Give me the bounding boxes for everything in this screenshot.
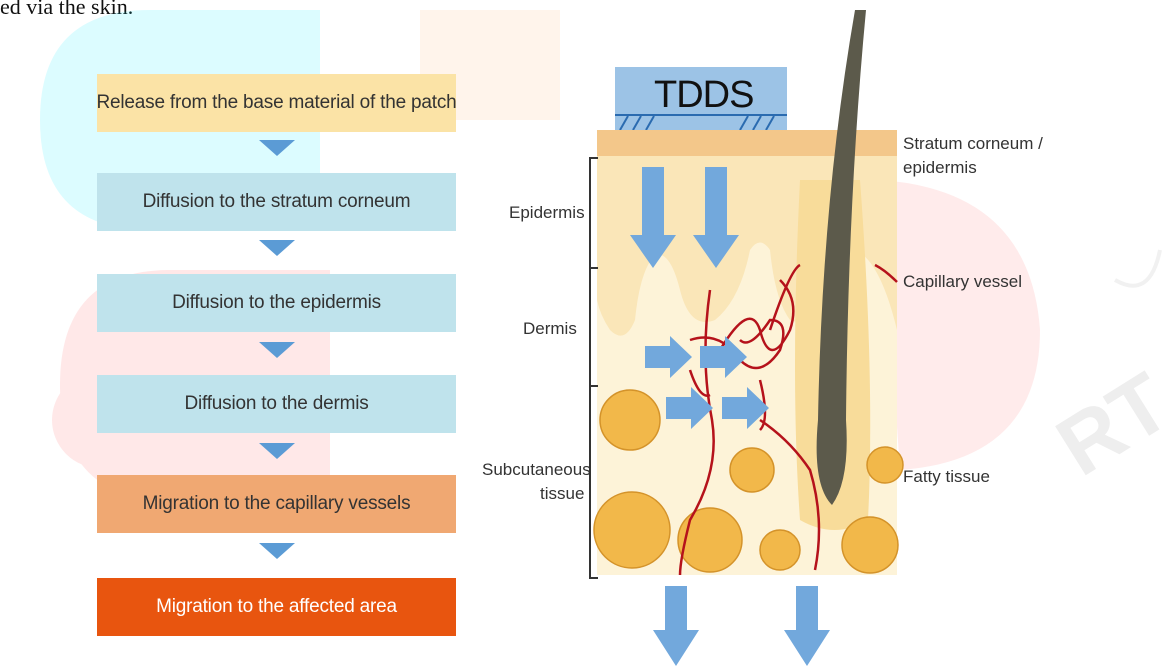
flow-step-1: Release from the base material of the pa… [97,74,456,132]
flow-step-3: Diffusion to the epidermis [97,274,456,332]
label-stratum-1: Stratum corneum / [903,133,1043,155]
flow-step-5: Migration to the capillary vessels [97,475,456,533]
flow-step-2: Diffusion to the stratum corneum [97,173,456,231]
flow-step-6: Migration to the affected area [97,578,456,636]
label-epidermis: Epidermis [509,202,585,224]
label-stratum-2: epidermis [903,157,977,179]
flow-arrow-5 [259,543,295,559]
label-dermis: Dermis [523,318,577,340]
label-subcutaneous-1: Subcutaneous [482,459,591,481]
flow-step-4: Diffusion to the dermis [97,375,456,433]
tdds-label: TDDS [654,74,753,117]
label-capillary: Capillary vessel [903,271,1022,293]
label-fatty: Fatty tissue [903,466,990,488]
label-subcutaneous-2: tissue [540,483,584,505]
flow-arrow-2 [259,240,295,256]
svg-text:RT: RT [1041,355,1169,494]
